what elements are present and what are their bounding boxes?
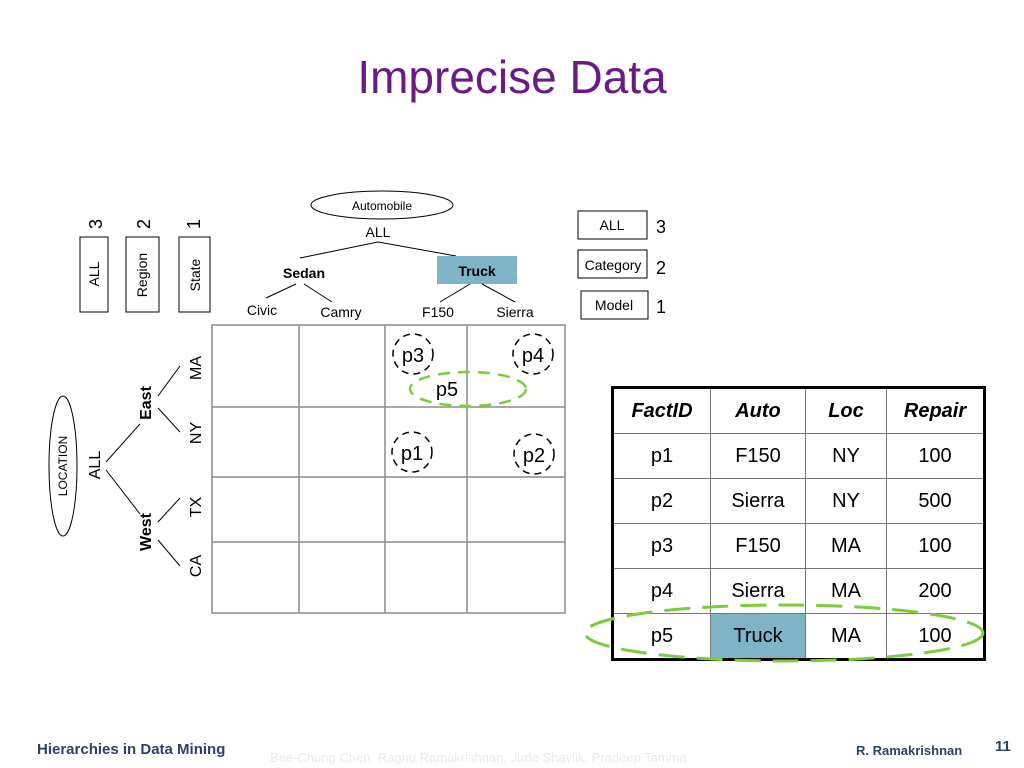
loc-level-all-number: 3 [86,219,106,229]
model-civic: Civic [247,302,277,318]
cell-loc: NY [805,478,887,524]
header-auto: Auto [710,387,806,434]
point-p4-label: p4 [522,345,544,367]
state-ca: CA [188,555,205,578]
cell-repair: 100 [886,523,985,569]
footer-title: Hierarchies in Data Mining [37,741,226,758]
edge-all-sedan [299,241,379,259]
cell-factid: p5 [612,613,711,660]
truck-highlight-box [437,256,517,284]
point-p5-ellipse [408,370,528,408]
location-dimension-label: LOCATION [56,436,70,496]
category-sedan: Sedan [283,265,325,281]
fact-table-header-row: FactID Auto Loc Repair [612,387,985,434]
point-p2-label: p2 [523,445,545,467]
state-ny: NY [188,422,205,445]
automobile-dimension-oval [310,190,454,220]
model-sierra: Sierra [496,304,534,320]
header-repair: Repair [886,387,985,434]
p5-row-highlight-ellipse [583,603,985,663]
state-tx: TX [188,496,205,517]
edge-all-west [105,469,141,515]
cell-auto-highlighted: Truck [710,613,806,660]
region-west: West [138,512,155,551]
table-row: p2 Sierra NY 500 [612,478,985,524]
cell-repair: 500 [886,478,985,524]
auto-level-all-label: ALL [600,217,625,233]
cell-factid: p1 [612,433,711,479]
category-truck: Truck [458,263,496,279]
point-p4-circle [512,333,554,375]
auto-level-category-box [577,249,648,279]
edge-east-ny [157,407,181,433]
auto-level-model-box [580,290,649,320]
fact-table: FactID Auto Loc Repair p1 F150 NY 100 p2… [611,386,986,661]
point-p5-label: p5 [436,379,458,401]
cell-loc: MA [805,613,887,660]
cell-auto: F150 [710,433,806,479]
loc-level-all-label: ALL [86,261,102,286]
edge-west-ca [157,539,181,567]
footer-author: R. Ramakrishnan [856,743,963,758]
table-row: p3 F150 MA 100 [612,523,985,569]
loc-level-all-box [79,236,109,313]
slide-title: Imprecise Data [357,51,667,103]
edge-west-tx [157,497,181,523]
cube-grid [211,324,566,614]
cell-factid: p4 [612,568,711,614]
auto-level-model-label: Model [595,297,633,313]
edge-truck-sierra [481,283,516,303]
cell-loc: MA [805,523,887,569]
auto-level-all-number: 3 [656,217,666,237]
auto-level-all-box [577,210,648,240]
page-number: 11 [995,738,1011,755]
auto-level-model-number: 1 [656,297,666,317]
loc-level-region-number: 2 [134,219,154,229]
edge-truck-f150 [439,283,471,303]
header-factid: FactID [612,387,711,434]
point-p1-circle [391,431,433,473]
cell-factid: p3 [612,523,711,569]
automobile-root-label: ALL [366,224,391,240]
edge-sedan-civic [265,283,297,299]
point-p1-label: p1 [401,443,423,465]
header-loc: Loc [805,387,887,434]
edge-sedan-camry [303,283,333,303]
cell-loc: NY [805,433,887,479]
auto-level-category-number: 2 [656,258,666,278]
p5-row-highlight-overlay [583,603,985,663]
loc-level-region-label: Region [134,253,150,297]
model-f150: F150 [422,304,454,320]
region-east: East [138,385,155,419]
edge-all-east [105,423,141,463]
loc-level-state-box [178,236,211,313]
cell-auto: F150 [710,523,806,569]
cell-factid: p2 [612,478,711,524]
state-ma: MA [188,356,205,380]
point-p2-circle [513,433,555,475]
table-row: p1 F150 NY 100 [612,433,985,479]
model-camry: Camry [320,304,361,320]
edge-all-truck [377,241,457,257]
loc-level-state-number: 1 [184,219,204,229]
cell-auto: Sierra [710,478,806,524]
loc-level-region-box [125,236,160,313]
cell-repair: 100 [886,433,985,479]
footer-authors: Bee-Chung Chen, Raghu Ramakrishnan, Jude… [270,750,687,765]
automobile-dimension-label: Automobile [352,199,412,213]
location-dimension-oval [48,395,78,537]
edge-east-ma [157,365,181,397]
point-p3-circle [392,333,434,375]
location-root-label: ALL [87,451,104,480]
loc-level-state-label: State [187,258,203,291]
auto-level-category-label: Category [585,257,642,273]
point-p3-label: p3 [402,345,424,367]
